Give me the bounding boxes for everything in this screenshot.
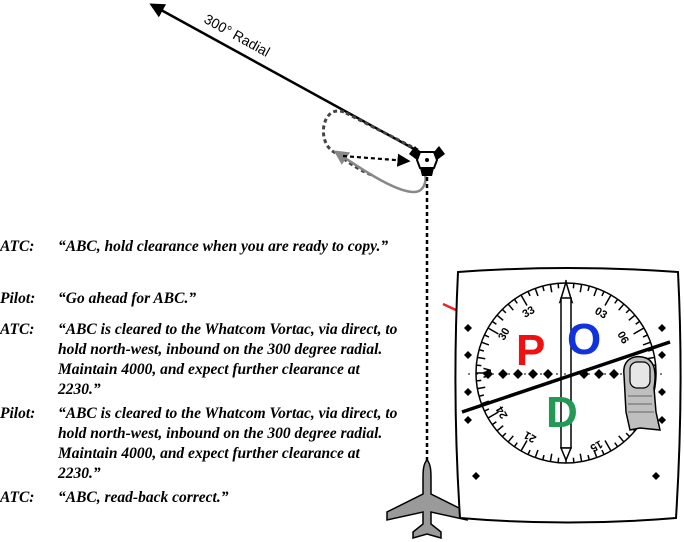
compass-tick bbox=[513, 442, 518, 448]
compass-tick bbox=[481, 341, 490, 346]
compass-tick bbox=[477, 386, 486, 390]
scale-diamond bbox=[658, 388, 666, 396]
letter-p: P bbox=[516, 326, 545, 375]
scale-diamond bbox=[472, 472, 480, 480]
thumb-icon bbox=[623, 355, 661, 431]
compass-tick bbox=[587, 454, 591, 461]
compass-tick bbox=[604, 440, 612, 452]
compass-tick bbox=[587, 285, 591, 292]
course-needle bbox=[558, 279, 574, 462]
compass-label-15: 15 bbox=[588, 437, 605, 454]
compass-label-30: 30 bbox=[496, 326, 513, 343]
compass-tick bbox=[527, 449, 531, 455]
compass-tick bbox=[491, 421, 497, 426]
vortac-icon bbox=[409, 146, 445, 176]
compass-label-33: 33 bbox=[521, 304, 538, 321]
compass-tick bbox=[513, 298, 518, 304]
compass-tick bbox=[487, 327, 499, 335]
compass-tick bbox=[487, 411, 499, 419]
scale-diamond bbox=[658, 416, 666, 424]
compass-tick bbox=[534, 288, 539, 297]
radial-bar bbox=[461, 340, 671, 414]
dialogue-text: “ABC, hold clearance when you are ready … bbox=[58, 238, 389, 255]
compass-tick bbox=[618, 435, 625, 443]
compass-tick bbox=[527, 291, 531, 297]
speaker-label: ATC: bbox=[0, 489, 35, 506]
compass-tick bbox=[614, 298, 619, 304]
compass-tick bbox=[501, 432, 507, 438]
dialogue-entry-5: ATC: “ABC, read-back correct.” bbox=[0, 488, 403, 508]
compass-tick bbox=[604, 294, 612, 306]
compass-tick bbox=[635, 320, 641, 325]
compass-tick bbox=[541, 454, 545, 461]
dialogue-text: “Go ahead for ABC.” bbox=[58, 290, 197, 307]
speaker-label: Pilot: bbox=[0, 290, 36, 307]
letter-d: D bbox=[546, 388, 578, 437]
compass-tick bbox=[478, 394, 485, 398]
compass-tick bbox=[501, 308, 507, 314]
scale-diamond bbox=[464, 388, 472, 396]
compass-tick bbox=[633, 327, 645, 335]
compass-tick bbox=[484, 334, 490, 338]
compass-tick bbox=[642, 341, 651, 346]
deviation-dot bbox=[594, 369, 604, 379]
scale-diamond bbox=[464, 351, 472, 359]
scale-diamond bbox=[464, 324, 472, 332]
compass-tick bbox=[520, 440, 528, 452]
scale-diamond bbox=[658, 324, 666, 332]
speaker-label: ATC: bbox=[0, 238, 35, 255]
dialogue-text: “ABC is cleared to the Whatcom Vortac, v… bbox=[58, 405, 398, 482]
compass-label-06: 06 bbox=[614, 330, 631, 347]
compass-tick bbox=[478, 348, 485, 352]
compass-tick bbox=[534, 449, 539, 458]
compass-tick bbox=[579, 453, 583, 462]
speaker-label: Pilot: bbox=[0, 405, 36, 422]
dialogue-text: “ABC, read-back correct.” bbox=[58, 489, 229, 506]
compass-tick bbox=[625, 432, 631, 438]
compass-tick bbox=[618, 303, 625, 311]
compass-tick bbox=[477, 356, 486, 360]
compass-label-03: 03 bbox=[593, 305, 610, 322]
compass-tick bbox=[625, 308, 631, 314]
deviation-dot bbox=[483, 369, 493, 379]
dialogue-entry-3: ATC: “ABC is cleared to the Whatcom Vort… bbox=[0, 320, 403, 400]
scale-diamond bbox=[658, 351, 666, 359]
dialogue-entry-4: Pilot: “ABC is cleared to the Whatcom Vo… bbox=[0, 404, 403, 484]
compass-tick bbox=[507, 303, 514, 311]
compass-tick bbox=[593, 288, 598, 297]
letter-o: O bbox=[567, 315, 601, 364]
compass-tick bbox=[484, 408, 490, 412]
scale-diamonds bbox=[464, 324, 666, 480]
compass-tick bbox=[601, 449, 605, 455]
compass-tick bbox=[520, 294, 528, 306]
deviation-dot bbox=[498, 369, 508, 379]
aircraft-icon bbox=[386, 458, 468, 539]
scale-diamond bbox=[464, 416, 472, 424]
compass-tick bbox=[642, 334, 648, 338]
compass-tick bbox=[549, 453, 553, 462]
compass-tick bbox=[579, 284, 583, 293]
compass-tick bbox=[496, 425, 504, 432]
compass-tick bbox=[593, 449, 598, 458]
dialogue-entry-2: Pilot: “Go ahead for ABC.” bbox=[0, 289, 403, 309]
compass-tick bbox=[491, 320, 497, 325]
compass-tick bbox=[549, 284, 553, 293]
scale-diamond bbox=[652, 472, 660, 480]
compass-label-21: 21 bbox=[522, 428, 539, 445]
dialogue-text: “ABC is cleared to the Whatcom Vortac, v… bbox=[58, 321, 398, 398]
compass-tick bbox=[614, 442, 619, 448]
speaker-label: ATC: bbox=[0, 321, 35, 338]
compass-tick bbox=[601, 291, 605, 297]
compass-tick bbox=[541, 285, 545, 292]
teardrop-entry-arrow bbox=[342, 153, 411, 167]
dialogue-entry-1: ATC: “ABC, hold clearance when you are r… bbox=[0, 237, 403, 277]
holding-return-path bbox=[333, 150, 427, 194]
compass-tick bbox=[507, 435, 514, 443]
compass-tick bbox=[628, 314, 636, 321]
compass-tick bbox=[496, 314, 504, 321]
